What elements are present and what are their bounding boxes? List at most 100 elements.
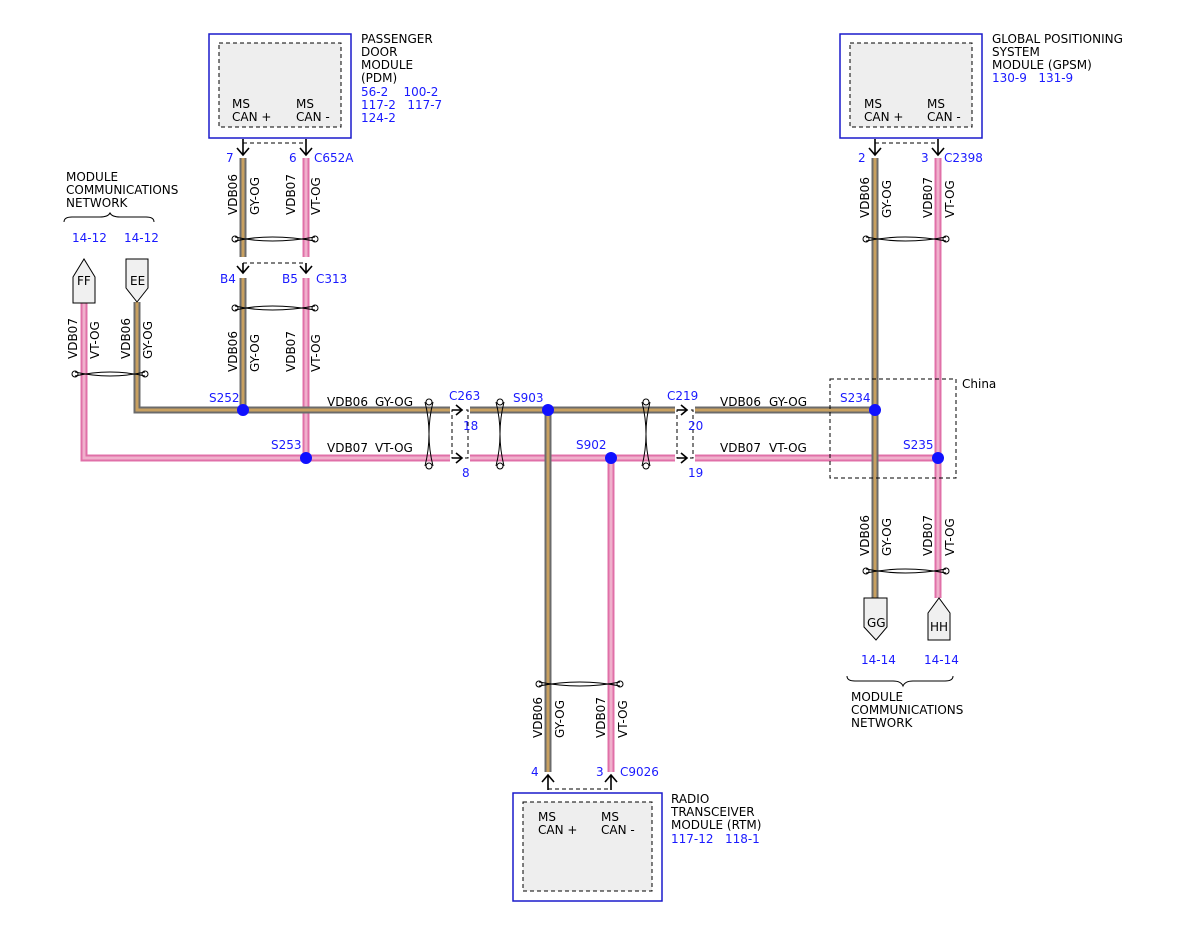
network-left-title-3: NETWORK [66,196,129,210]
splice-s903-label: S903 [513,391,544,405]
gpsm-ref-1: 130-9 131-9 [992,71,1073,85]
rtm-ref-1: 117-12 118-1 [671,832,760,846]
splice-s234 [869,404,881,416]
pin-arrows [236,139,945,790]
gpsm-pin-3: 3 [921,151,929,165]
vlabel-pdm-lower-vt-og: VT-OG [309,334,323,372]
connector-hh-label: HH [930,620,948,634]
vlabel-gpsm-lower-vt-og: VT-OG [943,518,957,556]
vlabel-rtm-gy-og: GY-OG [553,700,567,738]
rtm-module: MS CAN + MS CAN - RADIO TRANSCEIVER MODU… [512,792,761,902]
wire-label-h4-circuit: VDB07 [720,441,761,455]
pdm-title-2: DOOR [361,45,397,59]
gpsm-connector-c2398: C2398 [944,151,983,165]
connector-ff-shape [72,258,96,304]
vlabel-pdm-upper-vdb07: VDB07 [284,174,298,215]
vlabel-ee-gy-og: GY-OG [141,321,155,359]
splice-s235 [932,452,944,464]
vlabel-gpsm-lower-gy-og: GY-OG [880,518,894,556]
rtm-title-2: TRANSCEIVER [670,805,755,819]
splice-s253-label: S253 [271,438,302,452]
vlabel-gpsm-upper-vdb07: VDB07 [921,177,935,218]
wire-label-h2-circuit: VDB07 [327,441,368,455]
c219-pin-20: 20 [688,419,703,433]
pdm-module: MS CAN + MS CAN - PASSENGER DOOR MODULE … [208,32,442,139]
wire-label-h2-color: VT-OG [375,441,413,455]
vlabel-gpsm-lower-vdb07: VDB07 [921,515,935,556]
rtm-pin2-label-ms: MS [601,810,619,824]
rtm-pin-4: 4 [531,765,539,779]
pdm-title-3: MODULE [361,58,413,72]
splice-s234-label: S234 [840,391,871,405]
splice-s903 [542,404,554,416]
vlabel-gpsm-lower-vdb06: VDB06 [858,515,872,556]
vlabel-pdm-upper-vt-og: VT-OG [309,177,323,215]
connector-hh-shape [927,597,951,641]
splice-s235-label: S235 [903,438,934,452]
rtm-title-3: MODULE (RTM) [671,818,761,832]
c263-pin-8: 8 [462,466,470,480]
vlabel-rtm-vt-og: VT-OG [616,700,630,738]
connector-gg-shape [863,597,888,641]
gpsm-title-2: SYSTEM [992,45,1040,59]
gpsm-title-3: MODULE (GPSM) [992,58,1092,72]
vlabel-ee-vdb06: VDB06 [119,318,133,359]
vlabel-pdm-upper-gy-og: GY-OG [248,177,262,215]
pdm-pin1-label-can: CAN + [232,110,271,124]
vlabel-gpsm-upper-gy-og: GY-OG [880,180,894,218]
pdm-title-1: PASSENGER [361,32,433,46]
pdm-pin2-label-ms: MS [296,97,314,111]
gpsm-pin1-label-can: CAN + [864,110,903,124]
gpsm-pin-2: 2 [858,151,866,165]
wire-label-h4-color: VT-OG [769,441,807,455]
splice-dots [237,404,944,464]
pdm-pin-6: 6 [289,151,297,165]
network-right-ref-1: 14-14 [861,653,896,667]
wire-label-h3-color: GY-OG [769,395,807,409]
rtm-pin2-label-can: CAN - [601,823,635,837]
vlabel-gpsm-upper-vdb06: VDB06 [858,177,872,218]
rtm-title-1: RADIO [671,792,709,806]
c313-pin-b4: B4 [220,272,236,286]
wire-label-h3-circuit: VDB06 [720,395,761,409]
pdm-ref-3: 124-2 [361,111,396,125]
pdm-pin1-label-ms: MS [232,97,250,111]
splice-s253 [300,452,312,464]
gpsm-module: MS CAN + MS CAN - GLOBAL POSITIONING SYS… [839,32,1123,139]
pdm-ref-1: 56-2 100-2 [361,85,438,99]
network-right-title-2: COMMUNICATIONS [851,703,963,717]
connector-ff-label: FF [77,274,91,288]
connector-dashes [243,142,957,790]
c263-pin-18: 18 [463,419,478,433]
network-left-ref-1: 14-12 [72,231,107,245]
rtm-pin1-label-ms: MS [538,810,556,824]
vlabel-ff-vt-og: VT-OG [88,321,102,359]
network-left-title-2: COMMUNICATIONS [66,183,178,197]
wire-ee-vdb06-core [135,302,450,412]
vlabel-pdm-upper-vdb06: VDB06 [226,174,240,215]
connector-ee-label: EE [130,274,145,288]
vlabel-ff-vdb07: VDB07 [66,318,80,359]
rtm-pin1-label-can: CAN + [538,823,577,837]
vlabel-pdm-lower-gy-og: GY-OG [248,334,262,372]
vlabel-gpsm-upper-vt-og: VT-OG [943,180,957,218]
splice-s252 [237,404,249,416]
region-label-china: China [962,377,996,391]
wire-ff-vdb07-core [82,303,450,460]
network-left-title-1: MODULE [66,170,118,184]
twist-markers [71,235,950,688]
splice-s902 [605,452,617,464]
splice-s252-label: S252 [209,391,240,405]
pdm-ref-2: 117-2 117-7 [361,98,442,112]
wire-layer [80,158,942,772]
c219-connector: C219 [667,389,698,403]
rtm-connector-c9026: C9026 [620,765,659,779]
gpsm-pin1-label-ms: MS [864,97,882,111]
c219-pin-19: 19 [688,466,703,480]
network-braces [63,211,954,688]
network-left-ref-2: 14-12 [124,231,159,245]
connector-ee-shape [125,258,149,303]
network-connectors [72,258,951,641]
